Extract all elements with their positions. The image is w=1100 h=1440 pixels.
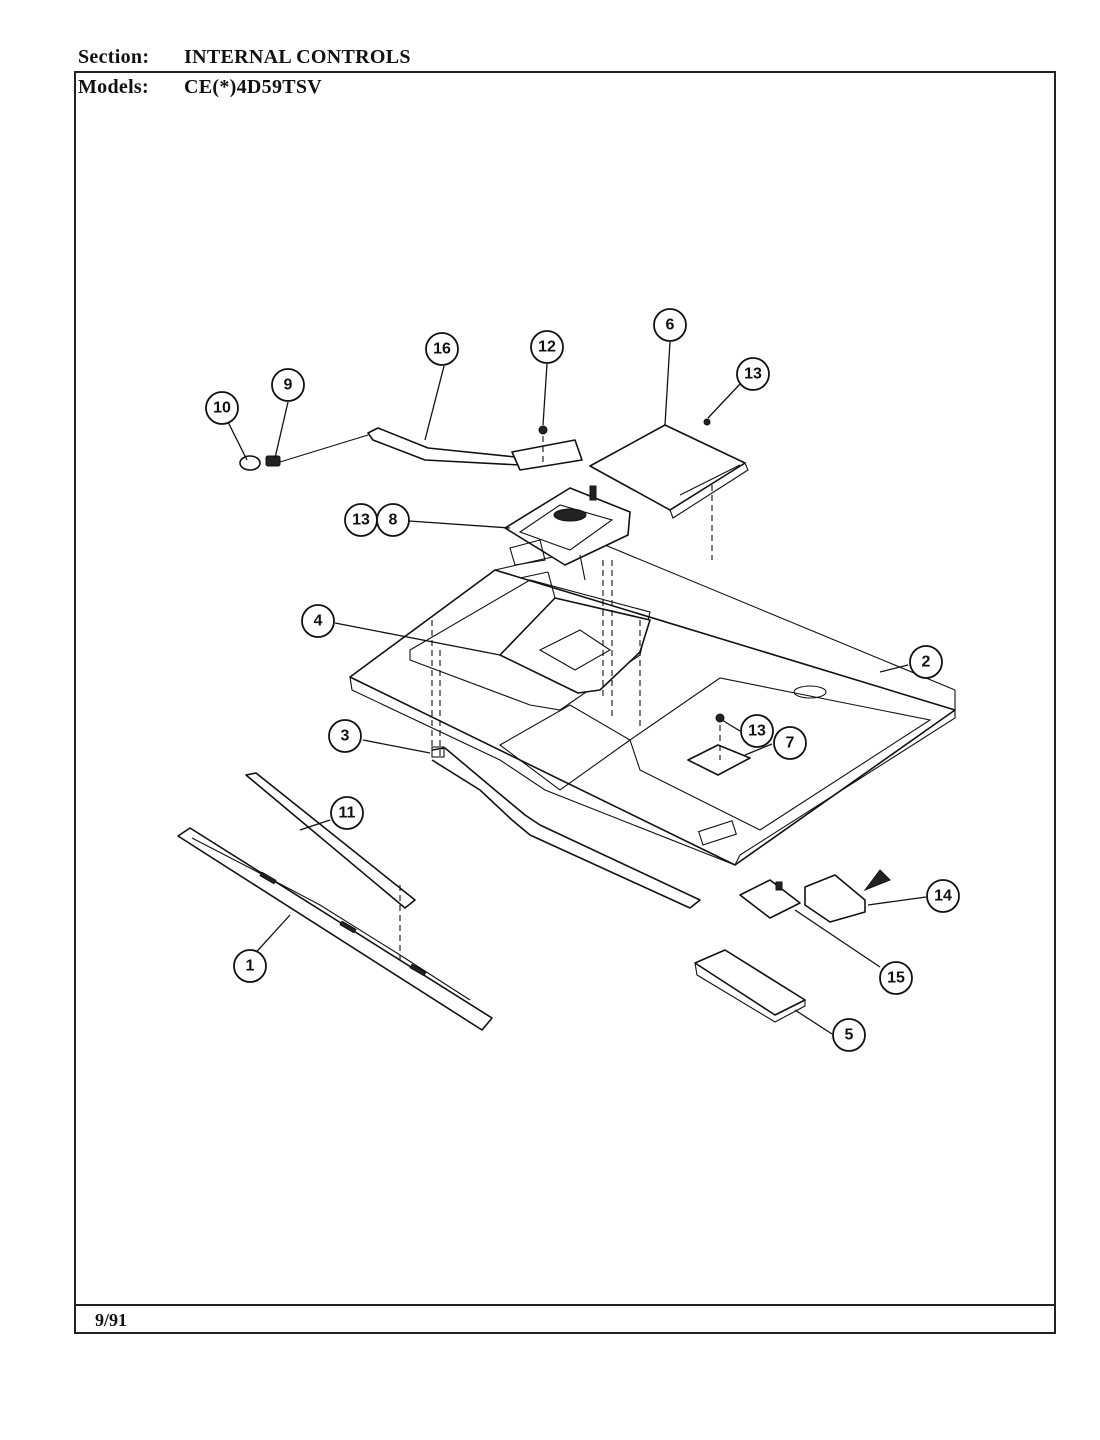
callout-5: 5 — [832, 1018, 866, 1052]
callout-10: 10 — [205, 391, 239, 425]
callout-6: 6 — [653, 308, 687, 342]
callout-13-right-text: 13 — [748, 723, 766, 740]
callout-15: 15 — [879, 961, 913, 995]
callout-7-text: 7 — [786, 735, 795, 752]
diagram-frame — [74, 71, 1056, 1334]
models-label: Models: — [78, 76, 149, 98]
control-assembly — [504, 485, 631, 581]
callout-11-text: 11 — [339, 805, 356, 822]
callout-2-text: 2 — [922, 654, 931, 671]
callout-13-left: 13 — [344, 503, 378, 537]
callout-12: 12 — [530, 330, 564, 364]
callout-3-text: 3 — [341, 728, 350, 745]
callout-9-text: 9 — [284, 377, 293, 394]
lower-bracket — [694, 949, 806, 1023]
callout-2: 2 — [909, 645, 943, 679]
models-header: Models: CE(*)4D59TSV — [78, 76, 322, 99]
callout-5-text: 5 — [845, 1027, 854, 1044]
footer-divider — [74, 1304, 1056, 1306]
section-title: INTERNAL CONTROLS — [184, 46, 411, 68]
wire-harness — [279, 427, 583, 471]
small-plate — [687, 744, 751, 776]
callout-15-text: 15 — [887, 970, 905, 987]
footer-date: 9/91 — [95, 1310, 128, 1330]
control-panel-base — [349, 544, 956, 866]
callout-10-text: 10 — [213, 400, 231, 417]
callout-11: 11 — [330, 796, 364, 830]
control-panel-trim — [177, 827, 493, 1031]
callout-7: 7 — [773, 726, 807, 760]
section-header: Section: INTERNAL CONTROLS — [78, 46, 411, 69]
callout-6-text: 6 — [666, 317, 675, 334]
models-value: CE(*)4D59TSV — [184, 76, 323, 98]
callout-16-text: 16 — [433, 341, 451, 358]
callout-1: 1 — [233, 949, 267, 983]
callout-13-top: 13 — [736, 357, 770, 391]
callout-4: 4 — [301, 604, 335, 638]
callout-4-text: 4 — [314, 613, 323, 630]
callout-13-left-text: 13 — [352, 512, 370, 529]
section-label: Section: — [78, 46, 150, 68]
callout-14-text: 14 — [934, 888, 952, 905]
callout-9: 9 — [271, 368, 305, 402]
callout-16: 16 — [425, 332, 459, 366]
callout-8: 8 — [376, 503, 410, 537]
callout-12-text: 12 — [538, 339, 556, 356]
callout-13-right: 13 — [740, 714, 774, 748]
callout-8-text: 8 — [389, 512, 398, 529]
callout-3: 3 — [328, 719, 362, 753]
screw-12 — [538, 425, 548, 435]
front-rail — [431, 746, 701, 909]
circuit-board — [739, 879, 801, 919]
callout-1-text: 1 — [246, 958, 255, 975]
cover-plate — [589, 424, 749, 519]
trim-strip — [245, 772, 416, 909]
callout-13-top-text: 13 — [744, 366, 762, 383]
callout-14: 14 — [926, 879, 960, 913]
switch — [804, 869, 891, 923]
knob-and-clip — [239, 455, 281, 471]
